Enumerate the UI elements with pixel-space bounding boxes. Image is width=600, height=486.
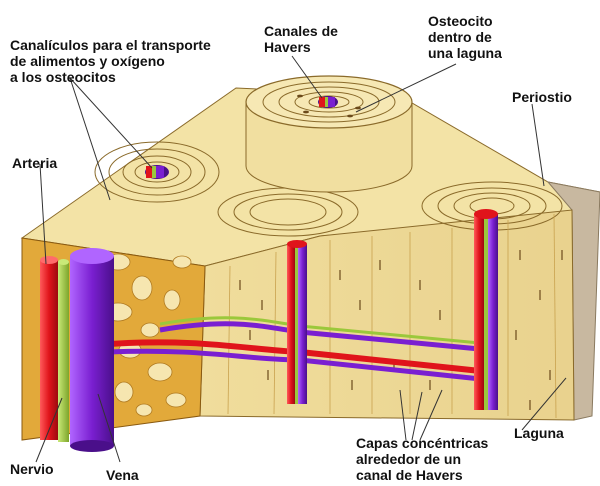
havers-vessels-right — [474, 209, 498, 410]
artery-vessel — [40, 256, 58, 440]
label-capas: Capas concéntricas alrededor de un canal… — [356, 435, 492, 483]
label-nervio: Nervio — [10, 461, 54, 477]
label-laguna: Laguna — [514, 425, 564, 441]
osteon-rings-top-left — [94, 141, 220, 203]
label-vena: Vena — [106, 467, 139, 483]
label-canaliculos: Canalículos para el transporte de alimen… — [10, 37, 215, 85]
label-arteria: Arteria — [12, 155, 57, 171]
havers-canal-top-left — [145, 165, 169, 179]
lamellae-front-lines — [227, 213, 557, 419]
spongy-bone-pores — [103, 253, 192, 417]
havers-vessels-middle — [287, 240, 307, 404]
nerve-fiber — [58, 259, 69, 442]
periosteum-layer — [546, 181, 600, 421]
label-leaders — [35, 55, 567, 463]
label-osteocito: Osteocito dentro de una laguna — [428, 13, 502, 61]
raised-osteon — [245, 75, 413, 193]
label-canales-havers: Canales de Havers — [264, 23, 342, 55]
label-periostio: Periostio — [512, 89, 572, 105]
vein-vessel — [70, 248, 114, 452]
